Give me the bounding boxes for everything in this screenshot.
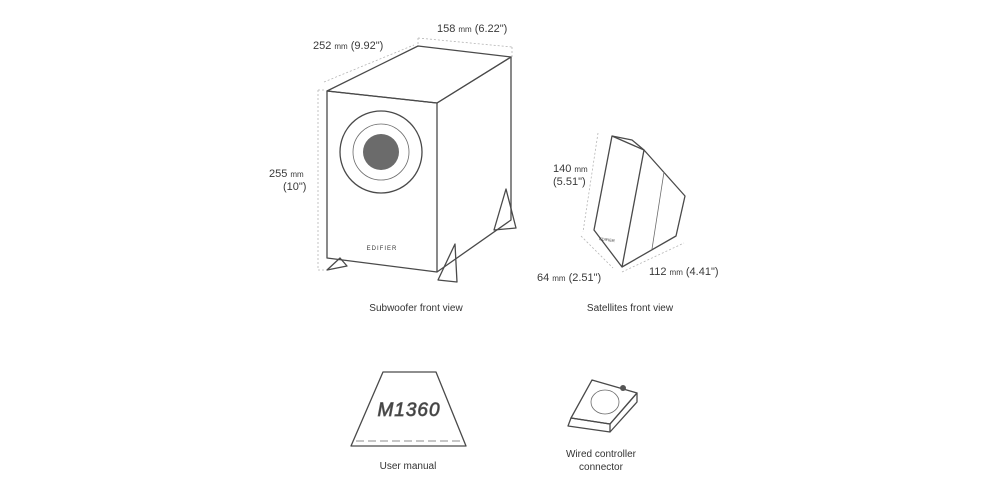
satellite-side-divider [651,171,665,250]
subwoofer-driver-ring [339,110,423,194]
subwoofer-height-inch-label: (10") [283,181,306,193]
user-manual-booklet [350,371,467,447]
subwoofer-brand-logo: EDIFIER [367,246,398,252]
satellite-side-face [621,149,686,268]
wired-controller-front-face [567,417,611,433]
user-manual-model-text: M1360 [377,400,440,421]
wired-controller-caption-line2: connector [579,462,624,473]
subwoofer-driver-cone [363,134,399,170]
subwoofer-foot-front-left [326,257,348,271]
satellite-caption: Satellites front view [587,303,674,314]
satellite-front-face [593,135,645,268]
subwoofer-side-face [436,56,512,273]
user-manual-drawing: M1360 User manual [350,371,467,472]
wired-controller-caption-line1: Wired controller [566,449,637,460]
satellite-top-edge [611,135,645,151]
subwoofer-dimension-lines [317,37,513,271]
subwoofer-caption: Subwoofer front view [369,303,463,314]
subwoofer-foot-back [493,188,517,231]
satellite-brand-logo: EDIFIER [599,236,615,243]
user-manual-caption: User manual [380,461,437,472]
satellite-height-inch-label: (5.51") [553,176,586,188]
subwoofer-front-face [326,90,438,273]
wired-controller-volume-knob [590,389,620,415]
satellite-dimension-lines [580,132,685,273]
wired-controller-drawing: Wired controller connector [566,379,638,473]
subwoofer-foot-front-right [437,243,458,283]
wired-controller-side-face [609,392,638,433]
wired-controller-top-face [570,379,638,425]
subwoofer-driver-surround [352,123,410,181]
wired-controller-button [620,385,626,391]
